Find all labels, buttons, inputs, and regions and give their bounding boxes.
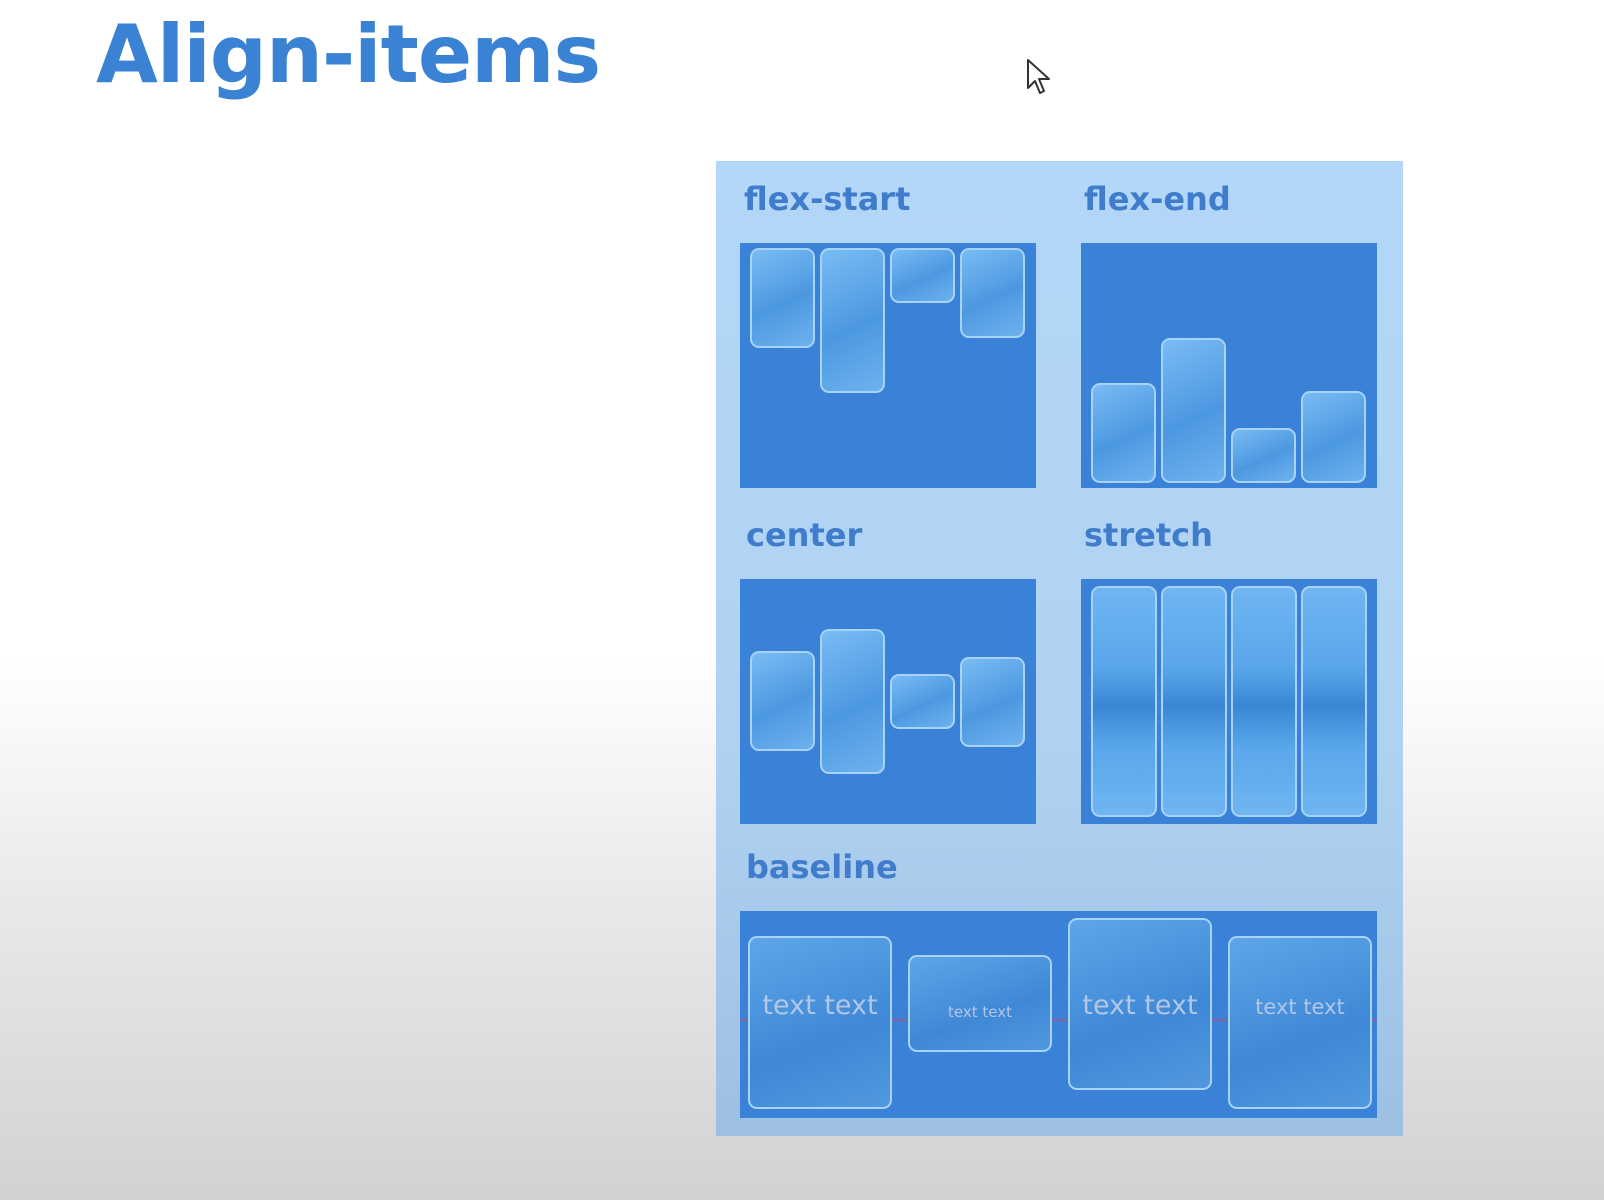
baseline-item: text text [908, 955, 1052, 1052]
flex-end-label: flex-end [1084, 180, 1231, 218]
flex-item [1231, 428, 1296, 483]
flex-item [820, 629, 885, 774]
baseline-item: text text [1228, 936, 1372, 1109]
flex-item [890, 248, 955, 303]
flex-item [1231, 586, 1297, 817]
baseline-item-text: text text [1082, 990, 1198, 1021]
baseline-label: baseline [746, 848, 898, 886]
flex-start-label: flex-start [744, 180, 911, 218]
stretch-label: stretch [1084, 516, 1213, 554]
slide-title: Align-items [96, 8, 601, 101]
flex-item [750, 651, 815, 751]
baseline-item-text: text text [762, 990, 878, 1021]
flex-item [750, 248, 815, 348]
baseline-guide-line [740, 1019, 1377, 1021]
baseline-item-text: text text [1255, 995, 1345, 1019]
flex-item [1161, 586, 1227, 817]
flex-item [1161, 338, 1226, 483]
baseline-item-text: text text [948, 1003, 1012, 1021]
flex-item [1301, 391, 1366, 483]
flex-item [1301, 586, 1367, 817]
baseline-box: text text text text text text text text [740, 911, 1377, 1118]
flex-item [1091, 383, 1156, 483]
baseline-item: text text [748, 936, 892, 1109]
align-items-panel: flex-start flex-end center stretch basel… [716, 161, 1403, 1136]
baseline-item: text text [1068, 918, 1212, 1090]
flex-item [820, 248, 885, 393]
mouse-pointer-icon [1027, 59, 1050, 94]
flex-item [960, 248, 1025, 338]
center-box [740, 579, 1036, 824]
flex-item [960, 657, 1025, 747]
flex-end-box [1081, 243, 1377, 488]
center-label: center [746, 516, 863, 554]
flex-item [1091, 586, 1157, 817]
flex-item [890, 674, 955, 729]
stretch-box [1081, 579, 1377, 824]
flex-start-box [740, 243, 1036, 488]
